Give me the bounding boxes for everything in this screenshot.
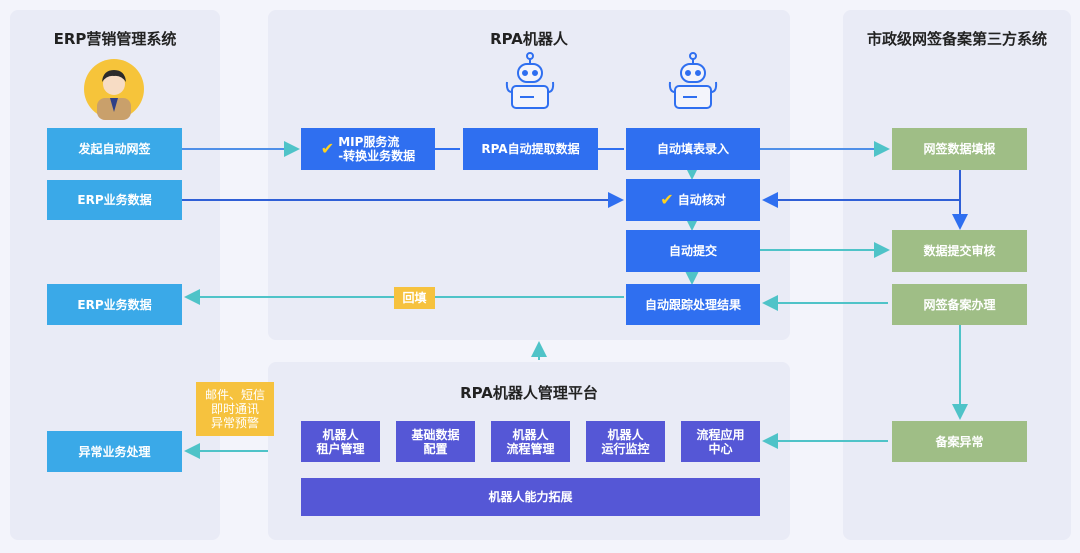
auto-submit-box: 自动提交 xyxy=(626,230,760,272)
platform-module-tenant: 机器人 租户管理 xyxy=(301,421,380,462)
robot-capability-extension-box: 机器人能力拓展 xyxy=(301,478,760,516)
sign-filing-process-box: 网签备案办理 xyxy=(892,284,1027,325)
erp-panel-title: ERP营销管理系统 xyxy=(53,30,177,48)
data-submit-review-box: 数据提交审核 xyxy=(892,230,1027,272)
platform-module-app-center: 流程应用 中心 xyxy=(681,421,760,462)
platform-module-monitoring: 机器人 运行监控 xyxy=(586,421,665,462)
auto-verify-label: 自动核对 xyxy=(677,193,726,207)
mip-service-label: MIP服务流 -转换业务数据 xyxy=(338,135,416,163)
robot-icon xyxy=(668,52,718,109)
erp-business-data-box: ERP业务数据 xyxy=(47,180,182,220)
platform-module-basic-data: 基础数据 配置 xyxy=(396,421,475,462)
alert-notification-box: 邮件、短信 即时通讯 异常预警 xyxy=(196,382,274,436)
filing-abnormal-box: 备案异常 xyxy=(892,421,1027,462)
mip-service-box: ✔ MIP服务流 -转换业务数据 xyxy=(301,128,435,170)
backfill-label: 回填 xyxy=(394,287,435,309)
platform-module-process-mgmt: 机器人 流程管理 xyxy=(491,421,570,462)
start-auto-sign-box: 发起自动网签 xyxy=(47,128,182,170)
exception-handling-box: 异常业务处理 xyxy=(47,431,182,472)
erp-business-data-backfill-box: ERP业务数据 xyxy=(47,284,182,325)
auto-track-result-box: 自动跟踪处理结果 xyxy=(626,284,760,325)
robot-icon xyxy=(505,52,555,109)
check-icon: ✔ xyxy=(660,190,674,209)
third-party-panel-title: 市政级网签备案第三方系统 xyxy=(866,30,1047,48)
sign-data-report-box: 网签数据填报 xyxy=(892,128,1027,170)
rpa-extract-data-box: RPA自动提取数据 xyxy=(463,128,598,170)
platform-panel-title: RPA机器人管理平台 xyxy=(460,384,598,402)
auto-fill-box: 自动填表录入 xyxy=(626,128,760,170)
rpa-panel-title: RPA机器人 xyxy=(490,30,568,48)
check-icon: ✔ xyxy=(320,139,335,158)
user-avatar-icon xyxy=(84,59,144,120)
auto-verify-box: ✔ 自动核对 xyxy=(626,179,760,221)
